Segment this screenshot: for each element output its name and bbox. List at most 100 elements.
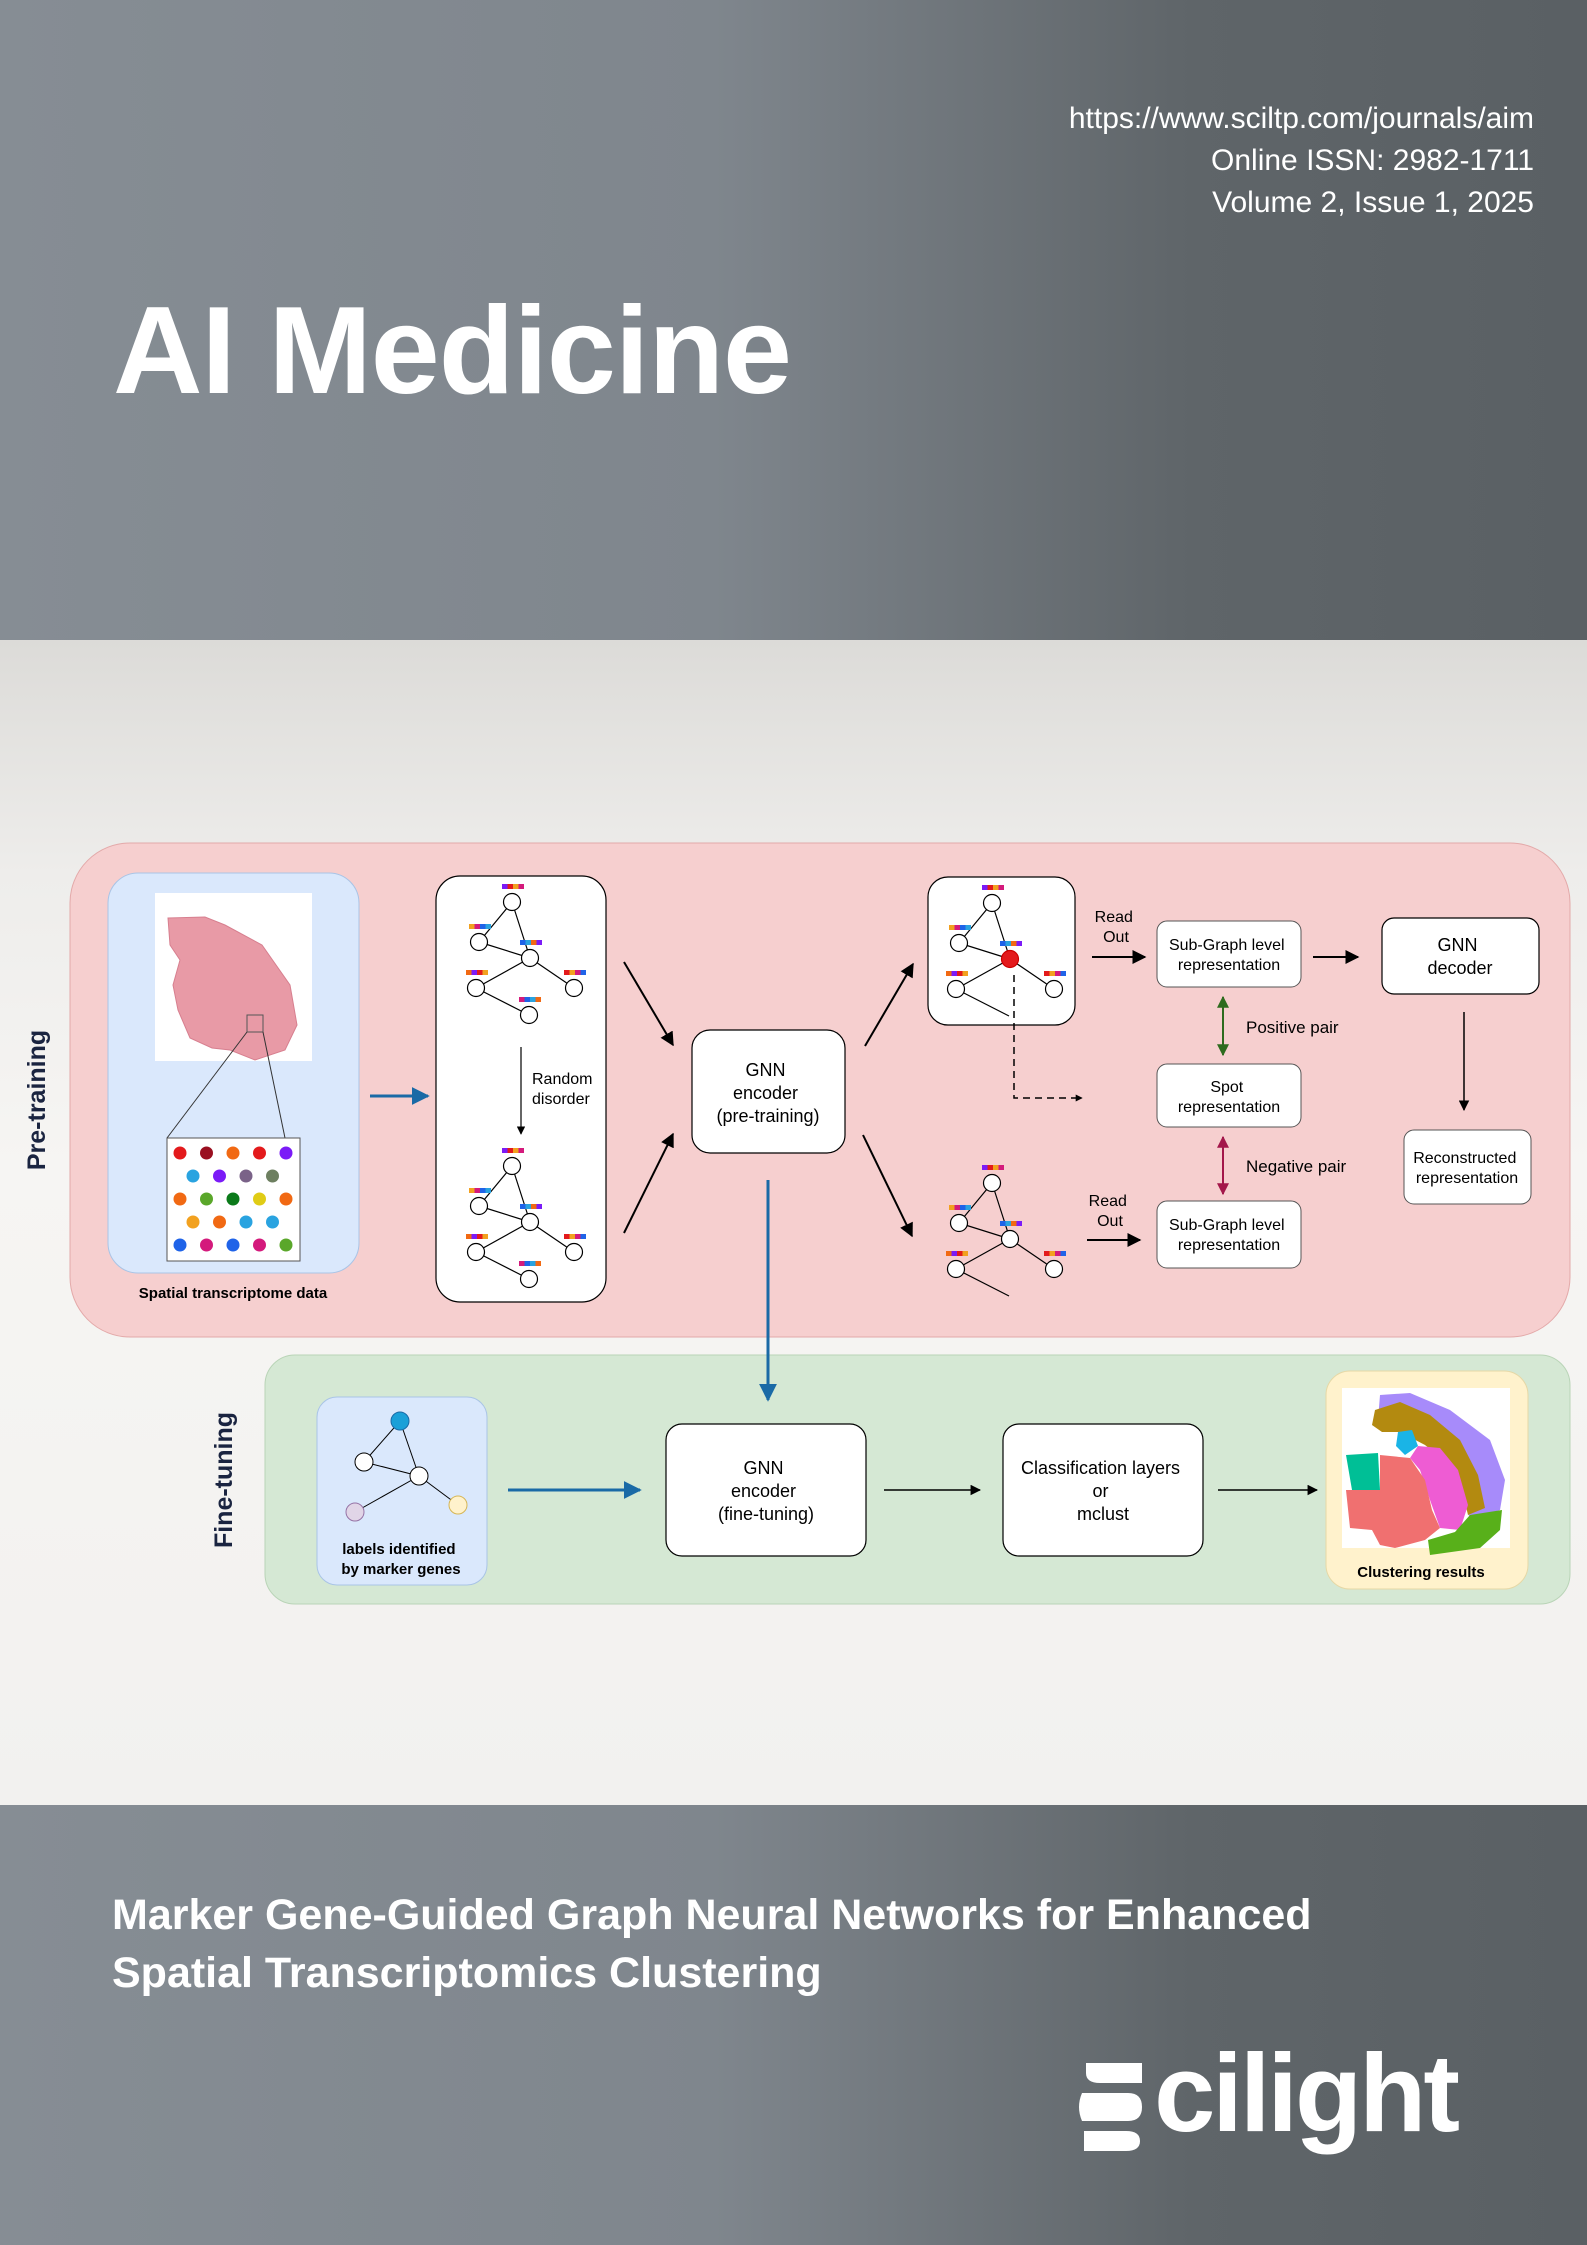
feature-bar	[949, 1205, 955, 1210]
feature-bar	[525, 940, 531, 945]
graph-edge	[991, 1182, 1011, 1240]
feature-bar	[535, 997, 541, 1002]
feature-bar	[1000, 941, 1006, 946]
feature-bar	[513, 884, 519, 889]
feature-bar	[520, 1204, 526, 1209]
feature-bar	[1044, 971, 1050, 976]
graph-node	[564, 978, 584, 998]
spot	[213, 1215, 226, 1229]
publisher-logo: cilight	[1078, 2030, 1460, 2157]
feature-bar	[513, 1148, 519, 1153]
feature-bar	[502, 1148, 508, 1153]
feature-bar	[518, 1148, 524, 1153]
method-diagram: Pre-training Spatial transcriptome data …	[23, 842, 1571, 1605]
random-disorder-label: Random disorder	[532, 1071, 597, 1108]
feature-bar	[580, 970, 586, 975]
graph-node	[1044, 1259, 1064, 1279]
feature-bar	[564, 1234, 570, 1239]
graph-edge	[955, 1268, 1010, 1297]
feature-bar	[1049, 1251, 1055, 1256]
feature-bar	[575, 1234, 581, 1239]
feature-bar	[954, 925, 960, 930]
graph-subgraph-negative	[946, 1165, 1066, 1297]
graph-subgraph-positive	[946, 885, 1066, 1017]
graph-node	[520, 948, 540, 968]
article-title-line2: Spatial Transcriptomics Clustering	[112, 1949, 822, 1997]
graph-node	[520, 1212, 540, 1232]
feature-bar	[1055, 1251, 1061, 1256]
graph-node	[519, 1269, 539, 1289]
spot	[279, 1192, 293, 1206]
feature-bar	[530, 1261, 536, 1266]
journal-url[interactable]: https://www.sciltp.com/journals/aim	[1068, 102, 1534, 135]
graph-edge	[511, 1165, 531, 1223]
journal-title: AI Medicine	[113, 282, 792, 420]
graph-edge	[475, 987, 530, 1016]
spots-group	[173, 1146, 293, 1252]
spot	[266, 1169, 279, 1183]
feature-bar	[949, 925, 955, 930]
gnn-encoder-pretraining	[691, 1029, 846, 1154]
feature-bar	[951, 1251, 957, 1256]
feature-bar	[1000, 1221, 1006, 1226]
feature-bar	[960, 925, 966, 930]
graph-edge	[475, 1221, 531, 1253]
gnn-encoder-pretraining-label: GNN encoder (pre-training)	[716, 1060, 819, 1126]
spot	[200, 1192, 213, 1206]
spot	[279, 1146, 293, 1160]
feature-bar	[469, 1188, 475, 1193]
graph-node	[466, 1242, 486, 1262]
spot	[253, 1146, 266, 1160]
feature-bar	[1049, 971, 1055, 976]
graph-edge	[475, 957, 531, 989]
feature-bar	[471, 970, 477, 975]
scilight-s-icon	[1079, 2063, 1143, 2151]
dashed-spot-link	[1013, 975, 1080, 1099]
readout-bottom-label: Read Out	[1089, 1193, 1132, 1230]
classification-box	[1002, 1423, 1204, 1557]
feature-bar	[480, 1188, 486, 1193]
graph-edge	[991, 902, 1011, 960]
feature-bar	[998, 1165, 1004, 1170]
feature-bar	[982, 885, 988, 890]
feature-bar	[957, 971, 963, 976]
feature-bar	[536, 940, 542, 945]
spot	[226, 1192, 240, 1206]
journal-issn: Online ISSN: 2982-1711	[1211, 144, 1534, 177]
feature-bar	[957, 1251, 963, 1256]
spatial-data-label: Spatial transcriptome data	[139, 1285, 328, 1302]
gnn-decoder-label: GNN decoder	[1427, 935, 1492, 978]
reconstructed-repr	[1403, 1129, 1532, 1205]
feature-bar	[485, 1188, 491, 1193]
graph-edge	[955, 1238, 1011, 1270]
spot	[173, 1238, 187, 1252]
spot	[173, 1192, 187, 1206]
feature-bar	[982, 1165, 988, 1170]
clustering-results-label: Clustering results	[1357, 1564, 1485, 1581]
feature-bar	[962, 1251, 968, 1256]
feature-bar	[1011, 941, 1017, 946]
gnn-encoder-finetuning-label: GNN encoder (fine-tuning)	[718, 1458, 814, 1524]
footer-band	[0, 1805, 1587, 2245]
subgraph-positive-box	[927, 876, 1076, 1026]
spot-repr-label: Spot representation	[1178, 1079, 1280, 1116]
graph-node	[946, 979, 966, 999]
finetuning-panel	[264, 1354, 1571, 1605]
spot	[226, 1238, 240, 1252]
feature-bar	[507, 1148, 513, 1153]
subgraph-repr-top	[1156, 920, 1302, 988]
feature-bar	[520, 940, 526, 945]
graph-node	[982, 893, 1002, 913]
spot	[173, 1146, 187, 1160]
feature-bar	[480, 924, 486, 929]
graph-node	[1000, 1229, 1020, 1249]
marker-labels-box	[316, 1396, 488, 1586]
spot	[239, 1169, 253, 1183]
feature-bar	[519, 1261, 525, 1266]
feature-bar	[993, 885, 999, 890]
feature-bar	[960, 1205, 966, 1210]
graph-node	[564, 1242, 584, 1262]
feature-bar	[569, 970, 575, 975]
feature-bar	[469, 924, 475, 929]
feature-bar	[524, 997, 530, 1002]
